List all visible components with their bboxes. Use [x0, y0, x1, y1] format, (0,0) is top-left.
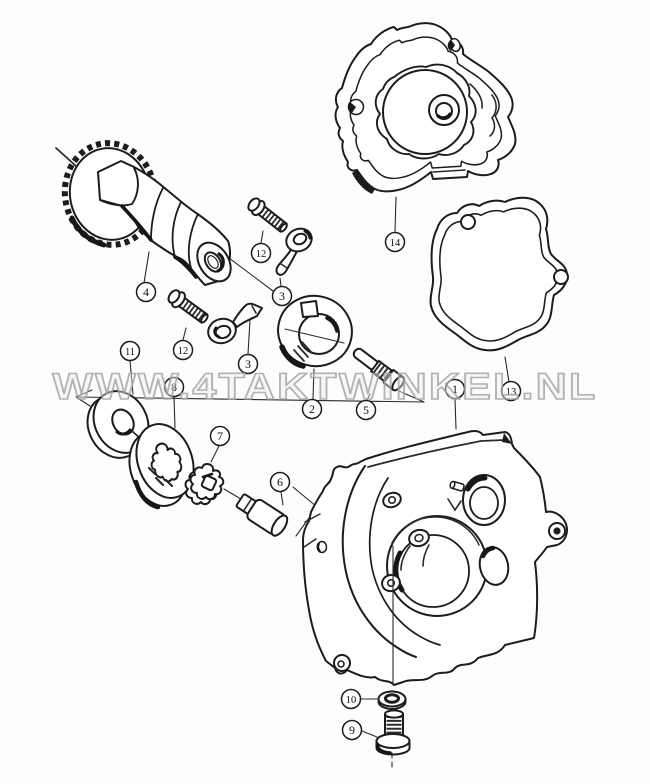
site-watermark: WWW.4TAKTWINKEL.NL: [53, 366, 598, 407]
svg-text:8: 8: [171, 380, 177, 394]
svg-text:13: 13: [506, 387, 517, 398]
svg-text:11: 11: [125, 347, 135, 358]
sealing-washer-part-10: [377, 690, 407, 710]
callout-10: 10: [340, 688, 362, 710]
svg-text:12: 12: [178, 346, 189, 357]
callout-9: 9: [341, 719, 363, 741]
svg-text:2: 2: [309, 402, 315, 416]
pump-spindle-part-6: [235, 493, 289, 537]
callout-2: 2: [301, 398, 323, 420]
svg-text:10: 10: [346, 695, 357, 706]
crankcase-cover-part-1: [302, 430, 568, 768]
pan-head-bolt-part-12a: [247, 197, 288, 233]
callout-3-upper: 3: [271, 285, 293, 307]
callout-8: 8: [163, 376, 185, 398]
svg-text:12: 12: [256, 249, 267, 260]
callout-13: 13: [500, 380, 522, 402]
pump-body-part-2: [277, 294, 353, 369]
pump-inner-rotor-part-7: [184, 463, 225, 506]
svg-text:4: 4: [143, 285, 149, 299]
svg-text:9: 9: [349, 723, 355, 737]
callout-6: 6: [269, 471, 291, 493]
callout-7: 7: [209, 425, 231, 447]
pump-gasket-part-13: [429, 196, 569, 352]
svg-text:14: 14: [390, 238, 401, 249]
callout-5: 5: [355, 399, 377, 421]
svg-text:3: 3: [279, 289, 285, 303]
set-screw-part-5: [352, 347, 405, 392]
svg-text:1: 1: [452, 382, 458, 396]
drive-lever-part-3a: [275, 227, 313, 276]
oil-pump-cover-part-14: [334, 22, 517, 194]
pan-head-bolt-part-12b: [167, 289, 209, 324]
svg-text:3: 3: [245, 357, 251, 371]
svg-text:5: 5: [363, 403, 369, 417]
callout-1: 1: [444, 378, 466, 400]
svg-text:6: 6: [277, 475, 283, 489]
callout-3-lower: 3: [237, 353, 259, 375]
flat-washer-part-11: [86, 390, 150, 459]
callout-leader-lines: [129, 196, 510, 738]
callout-4: 4: [135, 281, 157, 303]
pump-outer-rotor-part-8: [128, 423, 195, 510]
callout-12-lower: 12: [172, 339, 194, 361]
callout-11: 11: [119, 340, 141, 362]
camshaft-sprocket-part-4: [61, 140, 232, 286]
drive-lever-part-3b: [207, 302, 263, 345]
drain-bolt-part-9: [375, 709, 411, 756]
callout-12-upper: 12: [250, 242, 272, 264]
callout-14: 14: [384, 231, 406, 253]
svg-text:7: 7: [217, 429, 223, 443]
